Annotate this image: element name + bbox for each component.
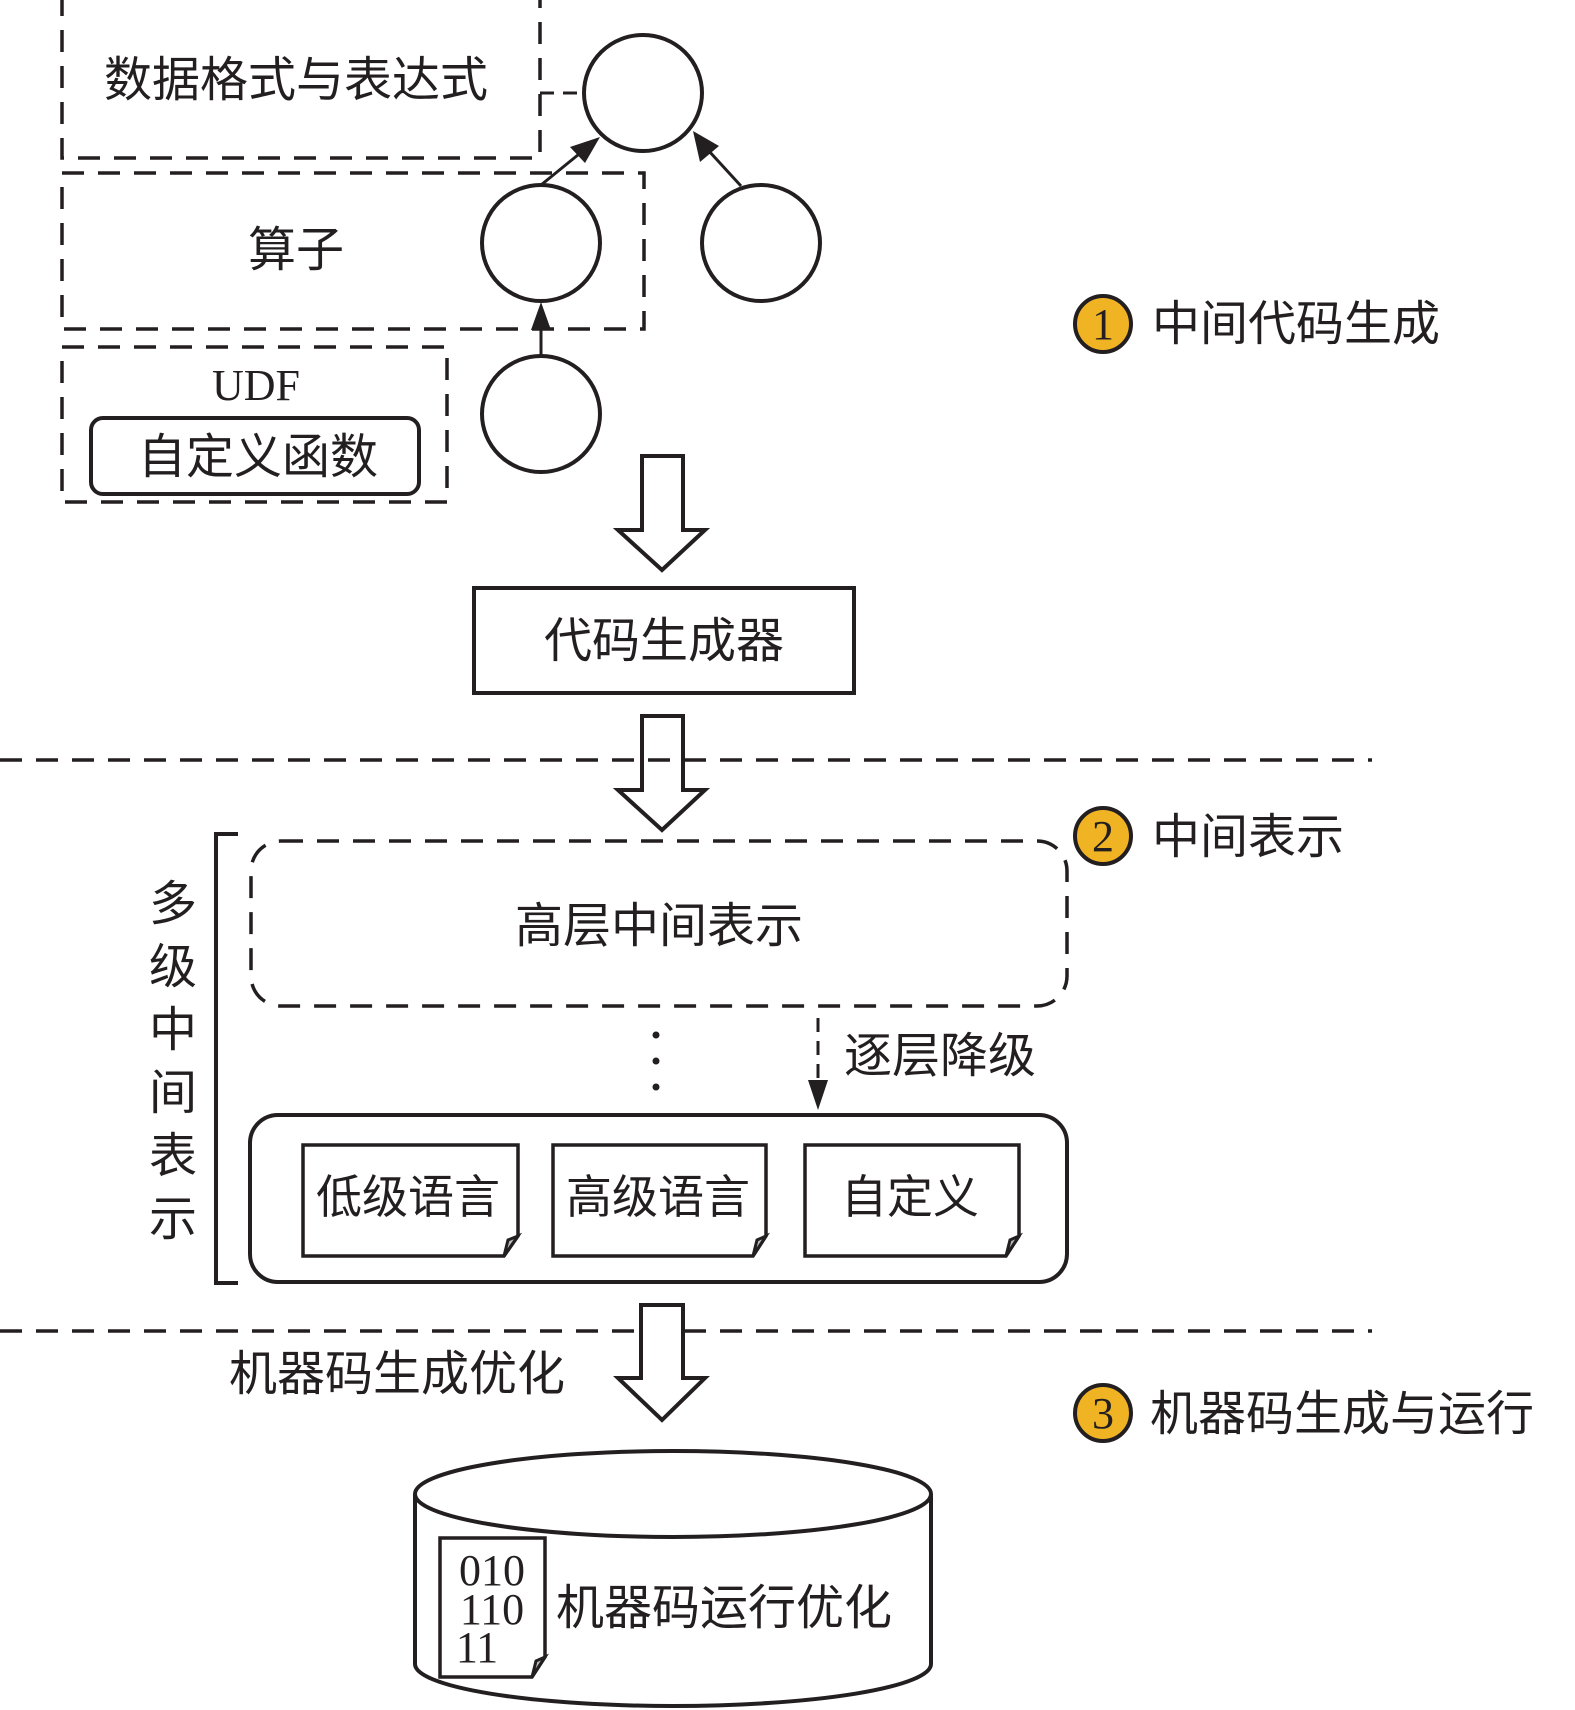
doc-low-level-language: 低级语言	[301, 1143, 523, 1258]
data-format-label: 数据格式与表达式	[104, 52, 488, 108]
doc-custom: 自定义	[803, 1143, 1024, 1258]
udf-inner-box	[89, 416, 421, 496]
lowering-arrowhead	[808, 1080, 828, 1110]
ellipsis-dot	[652, 1031, 660, 1039]
edge-left-to-root	[540, 148, 585, 187]
binary-line: 010	[459, 1546, 525, 1595]
flow-arrow-1[interactable]	[612, 454, 711, 573]
operator-box	[60, 171, 646, 331]
stage1-badge-number: 1	[1092, 300, 1114, 349]
bracket-char-5: 示	[149, 1191, 197, 1247]
code-generator-box	[472, 586, 856, 695]
ir-dialect-container	[248, 1113, 1069, 1284]
arrowhead-right-root	[693, 131, 719, 162]
stage2-group: 多 级 中 间 表 示 高层中间表示 逐层降级 低级语言 高级语言	[149, 806, 1344, 1285]
stage2-badge	[1073, 806, 1133, 866]
stage3-badge-number: 3	[1092, 1389, 1114, 1438]
high-level-ir-box	[249, 839, 1069, 1008]
machine-code-run-opt-label: 机器码运行优化	[556, 1580, 892, 1636]
stage1-group: 数据格式与表达式 算子 UDF 自定义函数 代码生成器 1 中间	[60, 0, 1440, 833]
doc-label: 高级语言	[566, 1170, 750, 1224]
flow-arrow-2[interactable]	[612, 714, 711, 833]
flow-arrow-3[interactable]	[613, 1303, 710, 1423]
lowering-label: 逐层降级	[844, 1028, 1036, 1084]
tree-node-right	[700, 183, 822, 303]
stage3-label: 机器码生成与运行	[1150, 1386, 1534, 1442]
binary-line: 110	[460, 1585, 524, 1634]
doc-high-level-language: 高级语言	[551, 1143, 771, 1258]
tree-node-bottom	[480, 354, 602, 474]
operator-label: 算子	[248, 222, 344, 278]
stage3-group: 机器码生成优化 010 110 11 机器码运行优化 3 机器码生成与运行	[229, 1303, 1534, 1708]
edge-right-to-root	[706, 148, 743, 188]
machine-code-gen-opt-label: 机器码生成优化	[229, 1346, 565, 1402]
arrowhead-bottom-left	[531, 302, 551, 330]
stage2-badge-number: 2	[1092, 812, 1114, 861]
stage1-label: 中间代码生成	[1152, 296, 1440, 352]
data-format-box	[60, 0, 542, 160]
ellipsis-dot	[652, 1057, 660, 1065]
stage3-badge	[1073, 1383, 1133, 1443]
udf-inner-label: 自定义函数	[138, 429, 378, 485]
udf-title: UDF	[212, 361, 300, 410]
binary-line: 11	[456, 1623, 498, 1672]
bracket-char-1: 级	[149, 939, 197, 995]
binary-code-document: 010 110 11	[438, 1536, 550, 1679]
ellipsis-dot	[652, 1083, 660, 1091]
tree-node-left	[480, 183, 602, 303]
bracket-char-2: 中	[149, 1002, 197, 1058]
bracket-char-3: 间	[149, 1065, 197, 1121]
doc-label: 低级语言	[316, 1170, 500, 1224]
code-generator-label: 代码生成器	[544, 613, 784, 669]
stage1-badge	[1073, 294, 1133, 354]
udf-box	[60, 345, 449, 504]
tree-node-root	[582, 33, 704, 153]
arrowhead-left-root	[570, 137, 600, 163]
multi-level-bracket	[214, 832, 238, 1285]
stage2-label: 中间表示	[1152, 809, 1344, 865]
doc-label: 自定义	[841, 1170, 979, 1224]
high-level-ir-label: 高层中间表示	[515, 898, 803, 954]
bracket-char-0: 多	[149, 876, 197, 932]
bracket-char-4: 表	[149, 1128, 197, 1184]
